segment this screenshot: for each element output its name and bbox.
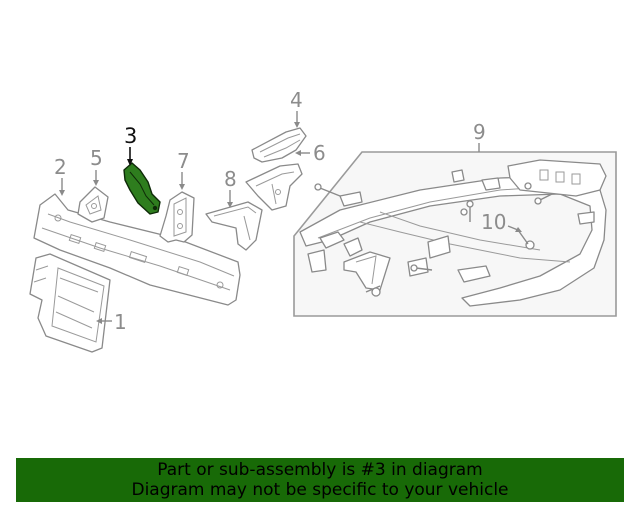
part-1-lower-panel [29,253,111,353]
parts-diagram: 1 2 3 4 5 6 7 8 9 [29,88,617,353]
svg-text:9: 9 [473,120,486,144]
callout-7: 7 [177,149,190,190]
part-9-inset-frame-assembly [293,151,617,317]
callout-5: 5 [90,146,103,186]
part-3-highlighted-bracket [123,162,161,215]
part-4-reinforcement [251,127,307,163]
svg-text:7: 7 [177,149,190,173]
svg-text:2: 2 [54,155,67,179]
svg-text:4: 4 [290,88,303,112]
callout-3: 3 [124,124,137,166]
svg-text:3: 3 [124,124,137,148]
part-5-bracket [77,186,109,223]
svg-text:1: 1 [114,310,127,334]
svg-text:6: 6 [313,141,326,165]
callout-2: 2 [54,155,67,196]
part-8-angled-bracket [205,201,263,251]
part-info-banner: Part or sub-assembly is #3 in diagram Di… [16,458,624,502]
part-7-vertical-bracket [159,191,195,243]
svg-text:10: 10 [481,210,506,234]
callout-9: 9 [473,120,486,152]
part-2-cowl-panel [33,193,241,306]
callout-8: 8 [224,167,237,208]
banner-line-2: Diagram may not be specific to your vehi… [131,480,509,500]
callout-6: 6 [295,141,326,165]
callout-4: 4 [290,88,303,128]
callout-10: 10 [481,210,522,234]
svg-text:5: 5 [90,146,103,170]
callout-1: 1 [96,310,127,334]
svg-text:8: 8 [224,167,237,191]
part-6-bracket [245,163,303,211]
banner-line-1: Part or sub-assembly is #3 in diagram [157,460,483,480]
